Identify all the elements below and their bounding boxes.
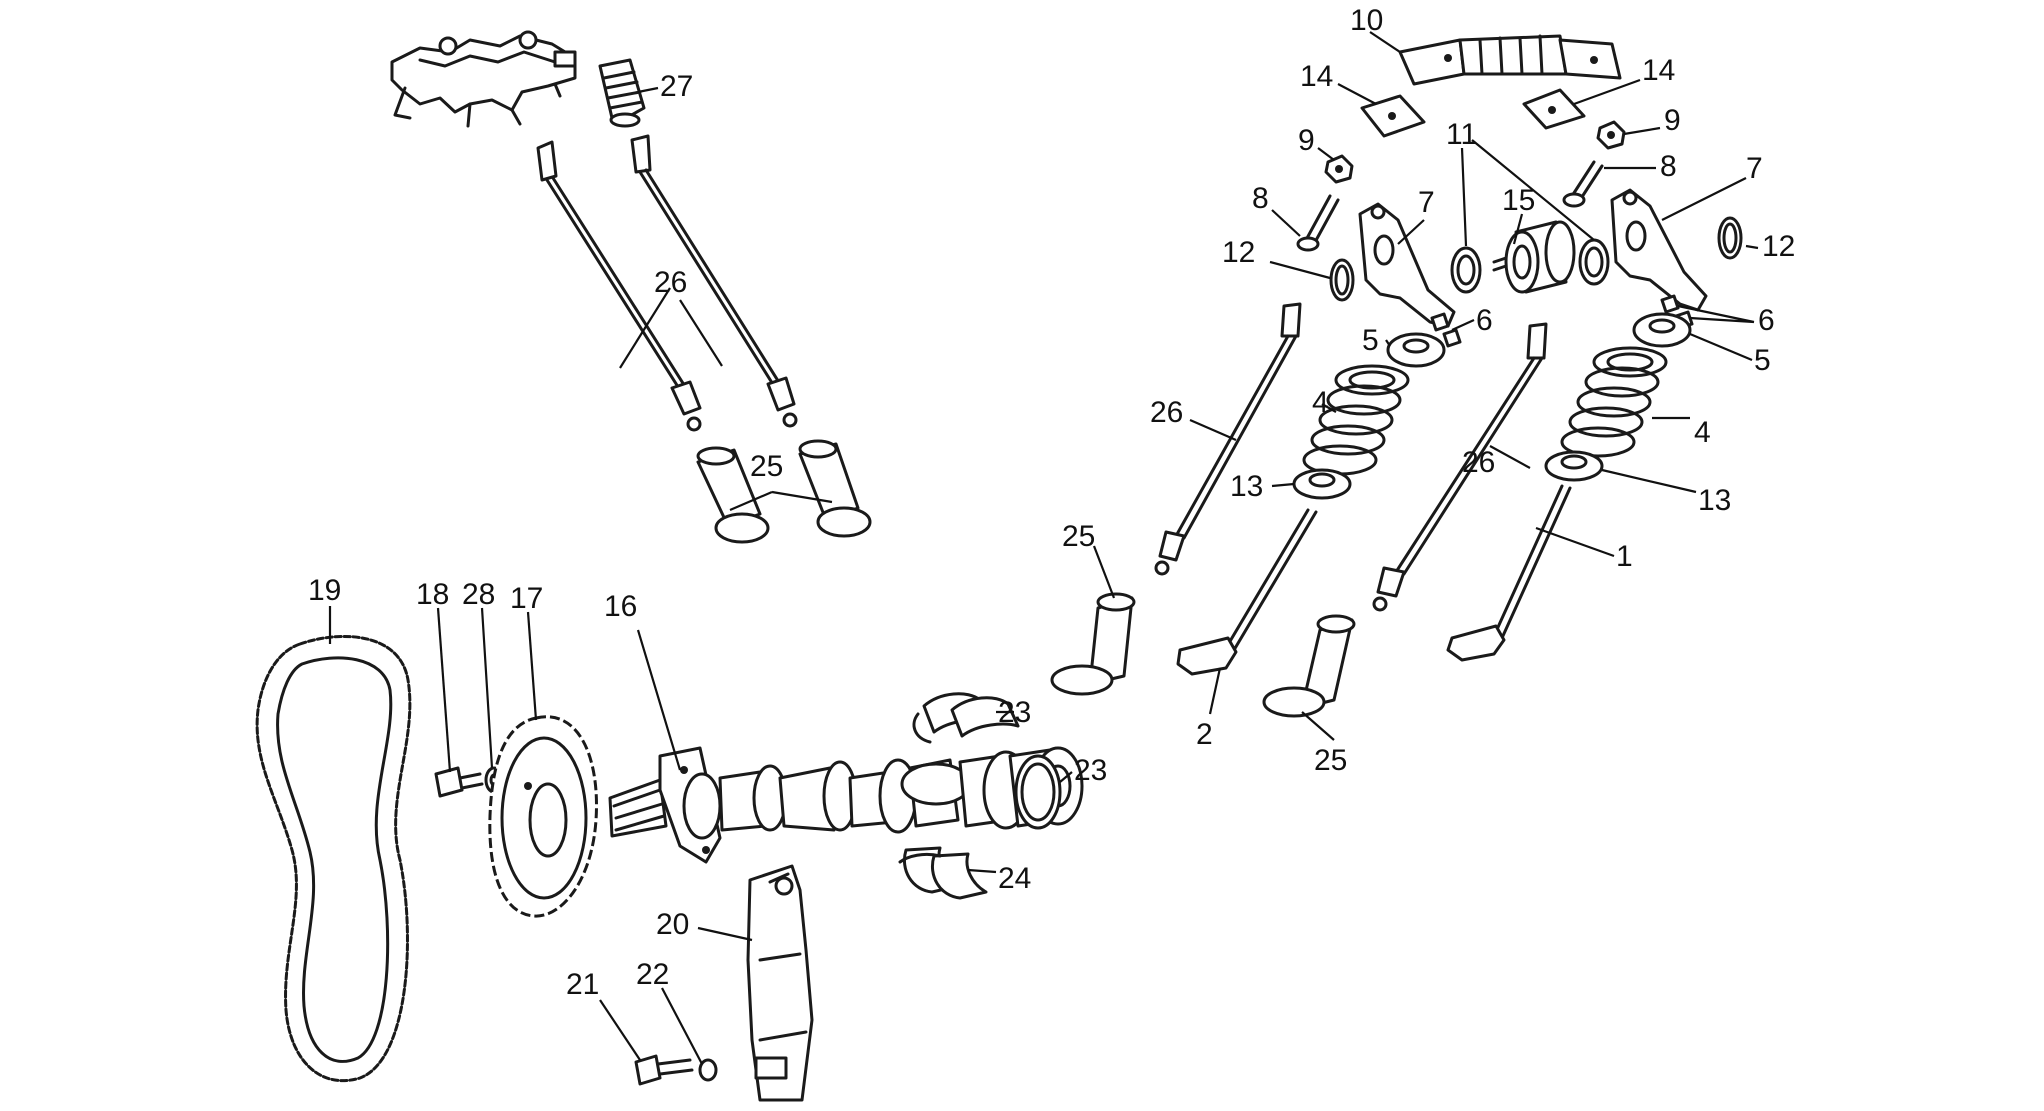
callout-27: 27 <box>660 70 693 103</box>
pushrod-right-2 <box>1372 322 1548 612</box>
callout-4: 4 <box>1694 416 1711 449</box>
chain-guide <box>746 864 814 1102</box>
camshaft-sprocket <box>488 715 598 918</box>
callout-7: 7 <box>1418 186 1435 219</box>
callout-25: 25 <box>750 450 783 483</box>
callout-25: 25 <box>1062 520 1095 553</box>
pushrod-tube-boot <box>598 58 646 128</box>
callout-23: 23 <box>998 696 1031 729</box>
spring-seat-left <box>1292 468 1352 500</box>
callout-13: 13 <box>1230 470 1263 503</box>
rocker-arm-right <box>1610 188 1708 312</box>
callout-2: 2 <box>1196 718 1213 751</box>
callout-10: 10 <box>1350 4 1383 37</box>
callout-25: 25 <box>1314 744 1347 777</box>
collets-left <box>1430 312 1462 348</box>
tappet-left-1 <box>696 446 770 544</box>
leader-lines <box>328 31 1759 1065</box>
callout-23: 24 <box>998 862 1031 895</box>
spring-cap-right <box>1632 312 1692 348</box>
plate-right <box>1522 88 1586 130</box>
callout-22: 22 <box>636 958 669 991</box>
bush-halves-upper <box>912 692 1020 744</box>
callout-7: 7 <box>1746 152 1763 185</box>
callout-6: 6 <box>1758 304 1775 337</box>
chain-guide-washer <box>698 1058 718 1082</box>
callout-9: 9 <box>1664 104 1681 137</box>
camshaft-sprocket-bolt <box>434 766 484 798</box>
sealing-ring <box>1014 754 1062 830</box>
rocker-arm-left <box>1358 202 1456 328</box>
valve-spring-right <box>1560 346 1668 458</box>
callout-labels: 10 14 14 27 9 9 8 8 11 15 7 7 12 12 6 6 … <box>308 4 1795 1001</box>
screw-left <box>1296 194 1340 252</box>
valve-inlet <box>1446 484 1572 662</box>
callout-6: 6 <box>1476 304 1493 337</box>
tappet-right-2 <box>1262 614 1356 718</box>
callout-20: 20 <box>656 908 689 941</box>
callout-19: 19 <box>308 574 341 607</box>
bushing <box>1492 220 1576 294</box>
spring-cap-left <box>1386 332 1446 368</box>
nut-right <box>1596 120 1626 150</box>
callout-21: 21 <box>566 968 599 1001</box>
pushrod-right-1 <box>1154 302 1302 576</box>
callout-14: 14 <box>1300 60 1333 93</box>
shim-right <box>1578 238 1610 286</box>
callout-17: 17 <box>510 582 543 615</box>
valve-exhaust <box>1176 508 1318 676</box>
plate-left <box>1360 94 1426 138</box>
callout-8: 8 <box>1252 182 1269 215</box>
callout-8: 8 <box>1660 150 1677 183</box>
callout-26: 26 <box>1150 396 1183 429</box>
nut-left <box>1324 154 1354 184</box>
shim-left <box>1450 246 1482 294</box>
callout-18: 18 <box>416 578 449 611</box>
rocker-support-bracket <box>390 30 577 128</box>
callout-14: 14 <box>1642 54 1675 87</box>
callout-5: 5 <box>1362 324 1379 357</box>
circlip-left <box>1329 258 1355 302</box>
callout-1: 1 <box>1616 540 1633 573</box>
callout-16: 16 <box>604 590 637 623</box>
callout-12: 12 <box>1762 230 1795 263</box>
callout-26: 26 <box>1462 446 1495 479</box>
camshaft <box>608 746 1084 864</box>
valve-spring-left <box>1302 364 1410 476</box>
timing-chain <box>255 634 412 1083</box>
screw-right <box>1562 160 1604 208</box>
callout-13: 13 <box>1698 484 1731 517</box>
pushrod-left-1 <box>536 140 702 432</box>
callout-26: 26 <box>654 266 687 299</box>
tappet-left-2 <box>798 439 872 538</box>
callout-5: 5 <box>1754 344 1771 377</box>
callout-9: 9 <box>1298 124 1315 157</box>
callout-4: 4 <box>1312 386 1329 419</box>
circlip-right <box>1717 216 1743 260</box>
callout-11: 11 <box>1446 118 1477 151</box>
tappet-right-1 <box>1050 592 1136 696</box>
callout-15: 15 <box>1502 184 1535 217</box>
pushrod-left-2 <box>630 134 798 428</box>
bush-halves-lower <box>898 846 988 900</box>
callout-12: 12 <box>1222 236 1255 269</box>
rocker-shaft <box>1398 34 1622 86</box>
spring-seat-right <box>1544 450 1604 482</box>
callout-24: 23 <box>1074 754 1107 787</box>
callout-28: 28 <box>462 578 495 611</box>
chain-guide-screw <box>634 1054 694 1086</box>
